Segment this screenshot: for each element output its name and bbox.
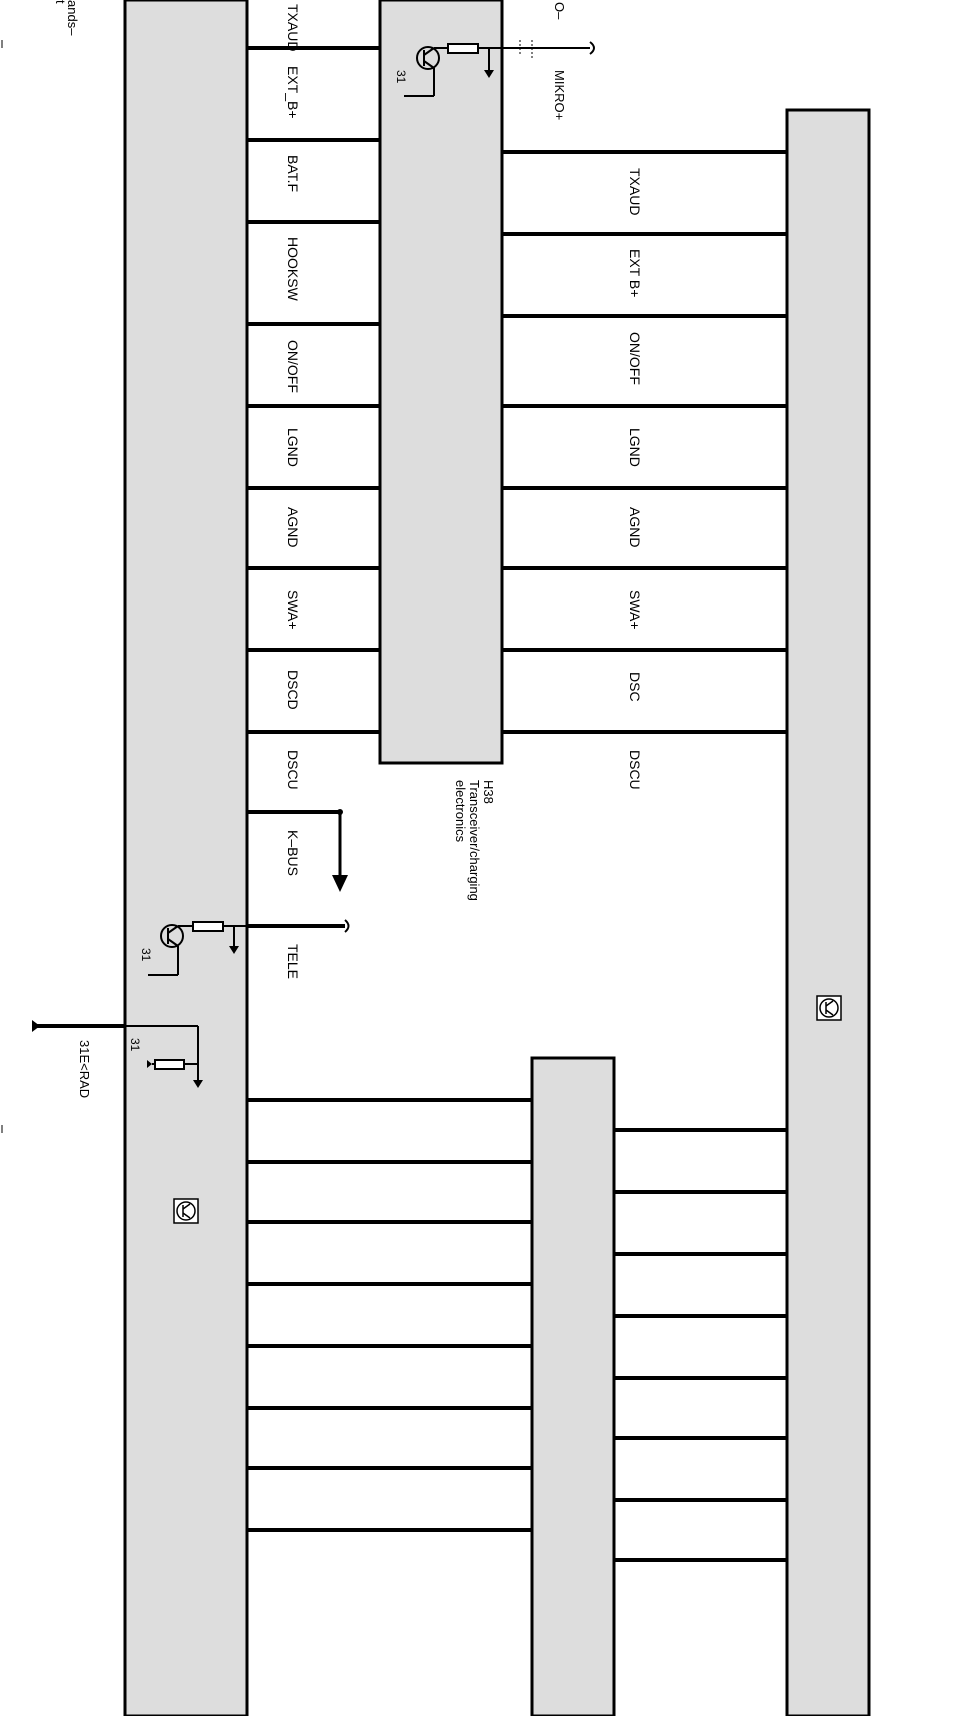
right-connector-wires	[502, 150, 787, 734]
h38-id-label: H38	[481, 780, 496, 804]
lower-right-wires	[614, 1128, 787, 1562]
ground-icon	[229, 946, 239, 954]
ground-label-mikro: 31	[394, 70, 408, 84]
label-agnd-right: AGND	[627, 507, 643, 547]
mic-name-label: MIKRO+	[552, 70, 567, 120]
ground-icon	[193, 1080, 203, 1088]
resistor-icon	[192, 921, 224, 932]
label-txaud-right: TXAUD	[627, 168, 643, 215]
mic-terminal-label: O–	[552, 2, 567, 20]
transistor-symbol-icon	[173, 1198, 199, 1224]
label-bat-f-left: BAT.F	[285, 155, 301, 192]
label-dscd-left: DSCD	[285, 670, 301, 710]
lower-left-wires	[247, 1098, 532, 1532]
label-tele-left: TELE	[285, 944, 301, 979]
h38-name-line2: electronics	[453, 780, 468, 843]
top-left-fragment-1: ands–	[65, 0, 80, 36]
transistor-symbol-icon	[148, 924, 193, 976]
label-ext-b-right: EXT B+	[627, 249, 643, 297]
mikro-wire	[502, 40, 595, 60]
arrow-down-icon	[332, 809, 348, 892]
label-dsc-right: DSC	[627, 672, 643, 702]
lower-module-panel	[530, 1056, 616, 1716]
ground-rad-label: 31E<RAD	[77, 1040, 92, 1098]
right-connector-labels: TXAUD EXT B+ ON/OFF LGND AGND SWA+ DSC D…	[627, 168, 643, 790]
label-swa-left: SWA+	[285, 590, 301, 630]
label-swa-right: SWA+	[627, 590, 643, 630]
label-txaud-left: TXAUD	[285, 4, 301, 51]
ground-label-rad: 31	[128, 1038, 142, 1052]
right-module-panel	[785, 108, 871, 1716]
label-lgnd-right: LGND	[627, 428, 643, 467]
ground-rad-wire	[36, 1024, 199, 1080]
label-agnd-left: AGND	[285, 507, 301, 547]
label-hooksw-left: HOOKSW	[285, 237, 301, 302]
resistor-icon	[154, 1059, 185, 1070]
label-ext-b-left: EXT_B+	[285, 66, 301, 119]
left-module-panel	[123, 0, 249, 1716]
label-on-off-right: ON/OFF	[627, 332, 643, 385]
label-lgnd-left: LGND	[285, 428, 301, 467]
label-dscu-left: DSCU	[285, 750, 301, 790]
ground-icon	[32, 1020, 40, 1032]
label-on-off-left: ON/OFF	[285, 340, 301, 393]
left-connector-labels: TXAUD EXT_B+ BAT.F HOOKSW ON/OFF LGND AG…	[285, 4, 301, 979]
left-connector-wires	[247, 46, 380, 928]
top-left-fragment-2: t	[53, 0, 68, 4]
resistor-icon	[447, 43, 479, 54]
h38-name-line1: Transceiver/charging	[467, 780, 482, 901]
transistor-symbol-icon	[404, 46, 448, 97]
ground-label-tele: 31	[139, 948, 153, 962]
ground-icon	[147, 1060, 152, 1068]
h38-module-panel	[378, 0, 504, 765]
label-dscu-right: DSCU	[627, 750, 643, 790]
ground-icon	[484, 70, 494, 78]
label-k-bus-left: K–BUS	[285, 830, 301, 876]
transistor-symbol-icon	[816, 995, 842, 1021]
tele-wire-end	[344, 919, 350, 933]
